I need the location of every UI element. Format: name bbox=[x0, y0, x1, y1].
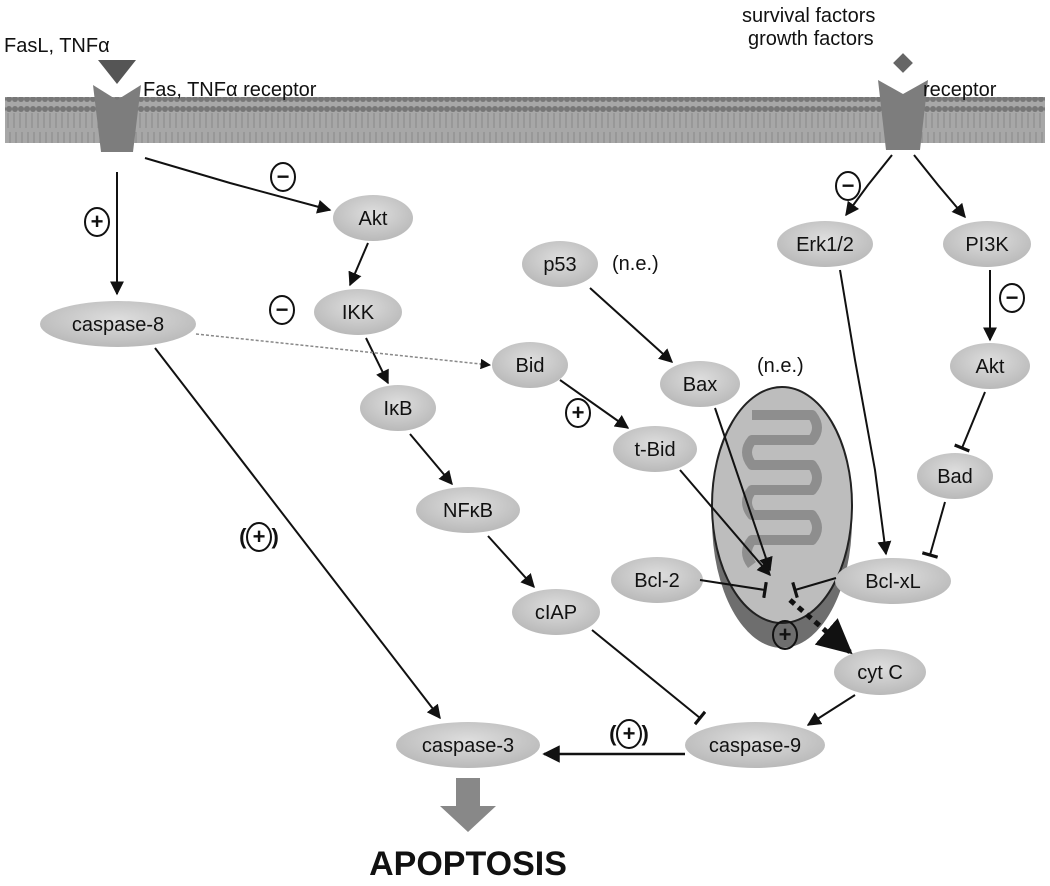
fas-receptor-shape bbox=[93, 85, 141, 152]
svg-text:−: − bbox=[277, 164, 290, 189]
receptor-right-label: receptor bbox=[923, 79, 997, 101]
edge-bcl2-inhibits-mito bbox=[699, 579, 768, 599]
node-caspase-8: caspase-8 bbox=[40, 301, 196, 347]
ligand-left-label: FasL, TNFα bbox=[4, 35, 110, 57]
sign-plus-bid: + bbox=[565, 398, 591, 428]
node-akt-left: Akt bbox=[333, 195, 413, 241]
edge-tbid-to-mito bbox=[679, 469, 771, 577]
node-cyt-c-label: cyt C bbox=[857, 662, 903, 684]
node-ikb: IκB bbox=[360, 385, 436, 431]
cell-membrane bbox=[5, 97, 1045, 143]
node-bad-label: Bad bbox=[937, 466, 973, 488]
edge-bclxl-inhibits-mito bbox=[791, 577, 837, 599]
ne-label-p53: (n.e.) bbox=[612, 253, 659, 275]
node-bcl-xl: Bcl-xL bbox=[835, 558, 951, 604]
edge-caspase8-to-bid bbox=[195, 333, 492, 370]
receptor-left-label: Fas, TNFα receptor bbox=[143, 79, 317, 101]
edge-bad-inhibits-bclxl bbox=[921, 501, 946, 559]
edge-bax-to-mito bbox=[714, 407, 773, 572]
svg-text:+: + bbox=[779, 622, 792, 647]
sign-plus-fas-casp8: + bbox=[84, 207, 110, 237]
node-akt-left-label: Akt bbox=[359, 208, 388, 230]
node-pi3k: PI3K bbox=[943, 221, 1031, 267]
ligand-right-label-1: survival factors bbox=[742, 5, 875, 27]
edge-akt-to-ikk bbox=[348, 242, 369, 287]
svg-text:−: − bbox=[1006, 285, 1019, 310]
edge-cytc-to-caspase9 bbox=[806, 694, 856, 726]
node-ikb-label: IκB bbox=[384, 398, 413, 420]
node-nfkb: NFκB bbox=[416, 487, 520, 533]
ne-label-bax: (n.e.) bbox=[757, 355, 804, 377]
svg-text:+: + bbox=[91, 209, 104, 234]
sign-plus-cytc: + bbox=[772, 620, 798, 650]
node-p53-label: p53 bbox=[543, 254, 576, 276]
node-bax-label: Bax bbox=[683, 374, 717, 396]
node-caspase-9-label: caspase-9 bbox=[709, 735, 801, 757]
mitochondrion bbox=[711, 386, 853, 648]
edge-receptor-to-erk bbox=[845, 154, 893, 217]
node-akt-right-label: Akt bbox=[976, 356, 1005, 378]
edge-akt-inhibits-bad bbox=[953, 391, 986, 453]
node-bcl-2: Bcl-2 bbox=[611, 557, 703, 603]
sign-minus-pi3k: − bbox=[999, 283, 1025, 313]
sign-plus-paren-casp8-casp3: ( + ) bbox=[239, 522, 279, 552]
node-t-bid: t-Bid bbox=[613, 426, 697, 472]
node-cyt-c: cyt C bbox=[834, 649, 926, 695]
node-ciap-label: cIAP bbox=[535, 602, 577, 624]
sign-minus-fas-akt: − bbox=[270, 162, 296, 192]
fasl-ligand-triangle bbox=[98, 60, 136, 84]
sign-minus-ikk: − bbox=[269, 295, 295, 325]
node-bid: Bid bbox=[492, 342, 568, 388]
node-ikk-label: IKK bbox=[342, 302, 375, 324]
node-pi3k-label: PI3K bbox=[965, 234, 1009, 256]
node-ikk: IKK bbox=[314, 289, 402, 335]
edge-nfkb-to-ciap bbox=[487, 535, 535, 589]
node-nfkb-label: NFκB bbox=[443, 500, 493, 522]
node-ciap: cIAP bbox=[512, 589, 600, 635]
apoptosis-arrow bbox=[440, 778, 496, 832]
edge-p53-to-bax bbox=[589, 287, 674, 363]
edge-bid-to-tbid bbox=[559, 379, 630, 429]
node-bax: Bax bbox=[660, 361, 740, 407]
node-p53: p53 bbox=[522, 241, 598, 287]
node-t-bid-label: t-Bid bbox=[634, 439, 675, 461]
edge-fas-to-akt bbox=[144, 157, 332, 214]
edge-ikk-to-ikb bbox=[365, 337, 389, 385]
node-erk-label: Erk1/2 bbox=[796, 234, 854, 256]
edge-caspase8-to-caspase3 bbox=[154, 347, 441, 720]
edge-erk-to-bclxl bbox=[839, 269, 892, 556]
svg-text:−: − bbox=[276, 297, 289, 322]
node-caspase-8-label: caspase-8 bbox=[72, 314, 164, 336]
edge-ciap-inhibits-caspase9 bbox=[591, 629, 707, 726]
survival-receptor-shape bbox=[878, 80, 928, 150]
svg-text:−: − bbox=[842, 173, 855, 198]
node-akt-right: Akt bbox=[950, 343, 1030, 389]
sign-minus-erk: − bbox=[835, 171, 861, 201]
node-bad: Bad bbox=[917, 453, 993, 499]
apoptosis-label: APOPTOSIS bbox=[369, 845, 567, 883]
svg-text:( + ): ( + ) bbox=[609, 721, 649, 746]
node-caspase-3: caspase-3 bbox=[396, 722, 540, 768]
node-erk: Erk1/2 bbox=[777, 221, 873, 267]
node-caspase-9: caspase-9 bbox=[685, 722, 825, 768]
ligand-right-label-2: growth factors bbox=[748, 28, 874, 50]
edge-receptor-to-pi3k bbox=[913, 154, 966, 219]
svg-text:( + ): ( + ) bbox=[239, 524, 279, 549]
svg-text:+: + bbox=[572, 400, 585, 425]
edge-mito-to-cytc bbox=[788, 598, 853, 655]
node-bid-label: Bid bbox=[516, 355, 545, 377]
node-bcl-2-label: Bcl-2 bbox=[634, 570, 680, 592]
sign-plus-paren-casp9-casp3: ( + ) bbox=[609, 719, 649, 749]
edge-ikb-to-nfkb bbox=[409, 433, 453, 486]
node-bcl-xl-label: Bcl-xL bbox=[865, 571, 921, 593]
node-caspase-3-label: caspase-3 bbox=[422, 735, 514, 757]
growth-factor-ligand-diamond bbox=[893, 53, 913, 73]
